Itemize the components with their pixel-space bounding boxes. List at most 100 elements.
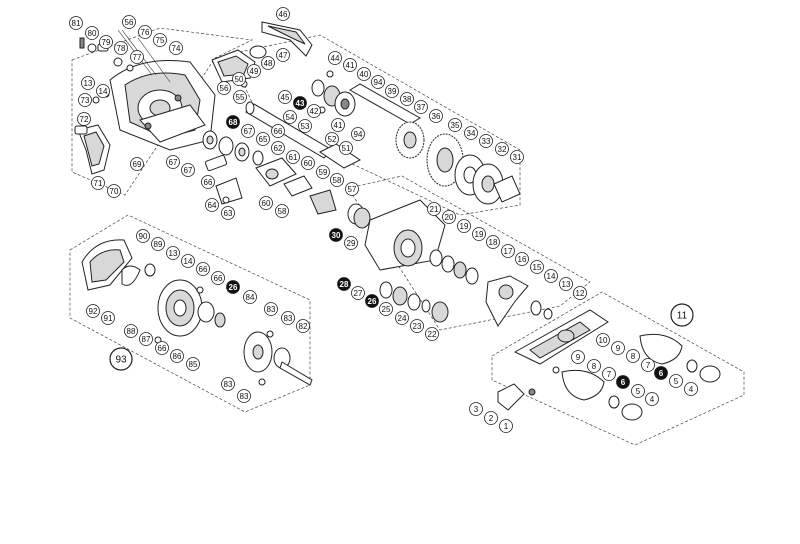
part-callout: 2	[484, 411, 498, 425]
callout-circle	[626, 349, 640, 363]
part-callout: 30	[329, 228, 343, 242]
callout-number: 79	[102, 38, 111, 47]
callout-circle	[151, 237, 165, 251]
callout-circle	[78, 93, 92, 107]
part-callout: 49	[247, 64, 261, 78]
callout-number: 46	[279, 10, 288, 19]
callout-circle	[587, 359, 601, 373]
callout-circle	[69, 16, 83, 30]
callout-number: 18	[489, 238, 498, 247]
part-callout: 84	[243, 290, 257, 304]
callout-number: 78	[117, 44, 126, 53]
part-callout: 12	[573, 286, 587, 300]
callout-number: 62	[274, 144, 283, 153]
part-callout: 71	[91, 176, 105, 190]
part-callout: 81	[69, 16, 83, 30]
part-callout: 22	[425, 327, 439, 341]
part-callout: 5	[631, 384, 645, 398]
part-callout: 89	[151, 237, 165, 251]
callout-number: 9	[576, 353, 581, 362]
callout-circle	[139, 332, 153, 346]
callout-circle	[571, 350, 585, 364]
part-callout: 85	[186, 357, 200, 371]
callout-circle	[275, 204, 289, 218]
callout-number: 67	[169, 158, 178, 167]
callout-circle	[205, 198, 219, 212]
callout-circle	[654, 366, 668, 380]
callout-circle	[464, 126, 478, 140]
part-callout: 48	[261, 56, 275, 70]
callout-number: 28	[340, 280, 349, 289]
callout-circle	[559, 277, 573, 291]
part-callout: 25	[379, 302, 393, 316]
callout-number: 1	[504, 422, 509, 431]
spool-shaft-assembly	[243, 330, 313, 386]
part-callout: 79	[99, 35, 113, 49]
callout-circle	[684, 382, 698, 396]
part-callout: 8	[587, 359, 601, 373]
part-callout: 7	[641, 358, 655, 372]
callout-number: 41	[334, 121, 343, 130]
frame-gear-train	[229, 34, 521, 216]
callout-number: 84	[246, 293, 255, 302]
callout-number: 44	[331, 54, 340, 63]
part-callout: 68	[226, 115, 240, 129]
callout-number: 51	[342, 144, 351, 153]
part-callout: 83	[221, 377, 235, 391]
part-callout: 52	[325, 132, 339, 146]
frame-side-cover	[69, 214, 311, 413]
callout-circle	[99, 35, 113, 49]
callout-circle	[166, 155, 180, 169]
part-callout: 26	[226, 280, 240, 294]
callout-circle	[357, 67, 371, 81]
brake-housing	[211, 45, 274, 88]
part-callout: 7	[602, 367, 616, 381]
callout-number: 69	[133, 160, 142, 169]
callout-number: 71	[94, 179, 103, 188]
part-callout: 1	[499, 419, 513, 433]
callout-number: 66	[158, 344, 167, 353]
part-callout: 38	[400, 92, 414, 106]
callout-circle	[261, 56, 275, 70]
callout-circle	[344, 236, 358, 250]
side-plate-latch	[74, 124, 111, 175]
callout-number: 58	[333, 176, 342, 185]
part-callout: 27	[351, 286, 365, 300]
part-callout: 19	[472, 227, 486, 241]
callout-number: 4	[689, 385, 694, 394]
callout-circle	[233, 90, 247, 104]
callout-number: 11	[677, 311, 688, 322]
callout-circle	[232, 72, 246, 86]
part-callout: 11	[670, 303, 694, 327]
callout-number: 48	[264, 59, 273, 68]
callout-circle	[276, 7, 290, 21]
part-callout: 34	[464, 126, 478, 140]
callout-number: 7	[607, 370, 612, 379]
callout-circle	[256, 132, 270, 146]
part-callout: 62	[271, 141, 285, 155]
callout-number: 26	[229, 283, 238, 292]
callout-circle	[155, 341, 169, 355]
callout-number: 54	[286, 113, 295, 122]
callout-circle	[410, 319, 424, 333]
callout-number: 14	[547, 272, 556, 281]
callout-number: 35	[451, 121, 460, 130]
part-callout: 26	[365, 294, 379, 308]
callout-circle	[379, 302, 393, 316]
callout-number: 33	[482, 137, 491, 146]
callout-circle	[365, 294, 379, 308]
callout-number: 2	[489, 414, 494, 423]
callout-circle	[181, 254, 195, 268]
callout-circle	[107, 184, 121, 198]
part-callout: 91	[101, 311, 115, 325]
part-callout: 56	[122, 15, 136, 29]
callout-number: 25	[382, 305, 391, 314]
callout-circle	[101, 311, 115, 325]
part-callout: 77	[130, 50, 144, 64]
callout-circle	[351, 286, 365, 300]
callout-number: 82	[299, 322, 308, 331]
callout-number: 80	[88, 29, 97, 38]
callout-circle	[130, 50, 144, 64]
callout-circle	[669, 374, 683, 388]
callout-number: 61	[289, 153, 298, 162]
